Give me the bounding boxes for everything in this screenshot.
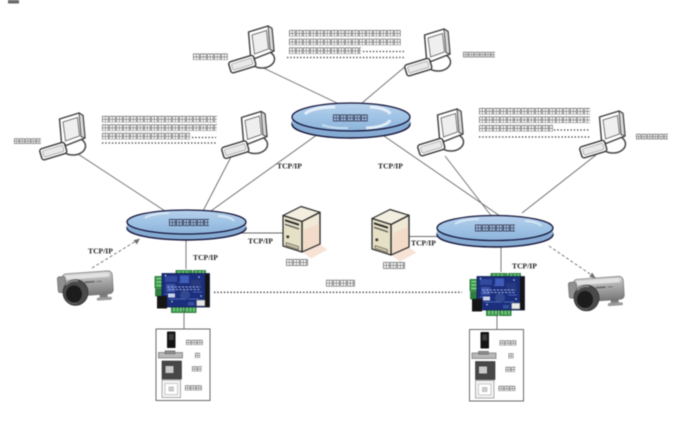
svg-text:TCP/IP: TCP/IP (88, 247, 113, 256)
svg-text:TCP/IP: TCP/IP (411, 239, 436, 248)
svg-text:TCP/IP: TCP/IP (512, 262, 537, 271)
svg-text:TCP/IP: TCP/IP (193, 253, 218, 262)
svg-text:TCP/IP: TCP/IP (378, 162, 403, 171)
svg-text:TCP/IP: TCP/IP (248, 237, 273, 246)
svg-text:TCP/IP: TCP/IP (277, 162, 302, 171)
